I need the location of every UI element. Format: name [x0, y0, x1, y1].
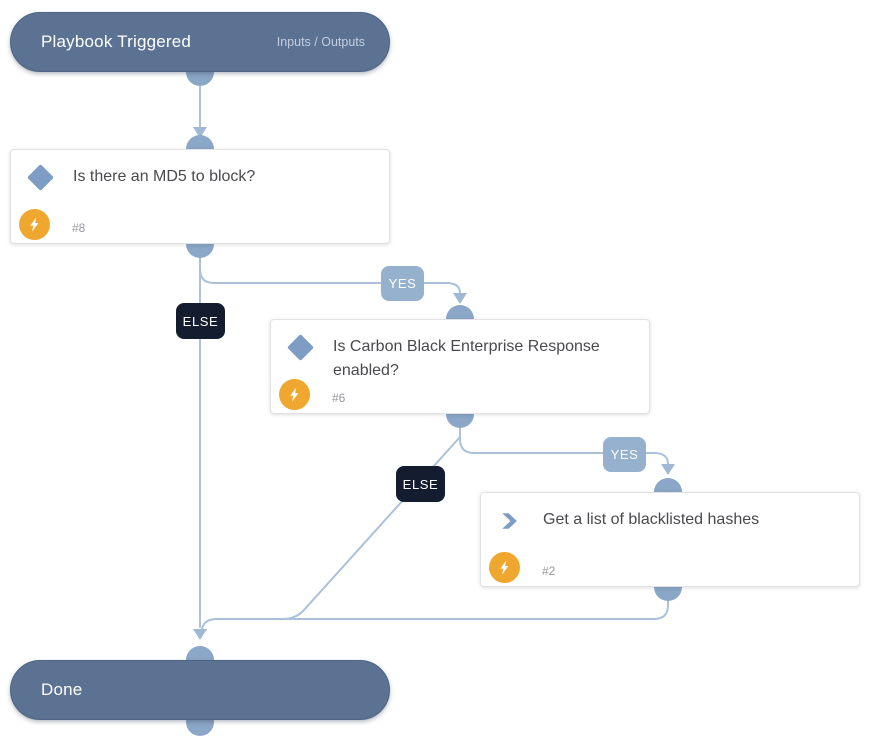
action-node-blacklist-hashes[interactable]: Get a list of blacklisted hashes #2: [480, 492, 860, 587]
lightning-bolt-icon: [489, 552, 520, 583]
action-label: Get a list of blacklisted hashes: [543, 511, 760, 528]
branch-label-else-1[interactable]: ELSE: [176, 303, 225, 339]
decision-diamond-icon: [27, 164, 54, 191]
branch-label-yes-2[interactable]: YES: [603, 437, 646, 472]
decision-node-md5[interactable]: Is there an MD5 to block? #8: [10, 149, 390, 244]
block-ref: #8: [72, 221, 86, 235]
edge-action1-to-end: [201, 600, 669, 630]
block-ref: #2: [542, 564, 556, 578]
lightning-bolt-icon: [19, 209, 50, 240]
arrowhead-icon: [453, 293, 467, 304]
edge-decision2-yes: [459, 427, 669, 465]
action-chevron-icon: [499, 510, 521, 532]
arrowhead-icon: [193, 127, 207, 138]
arrowhead-icon: [193, 629, 207, 640]
decision-node-carbon-black[interactable]: Is Carbon Black Enterprise Response enab…: [270, 319, 650, 414]
branch-label-else-2[interactable]: ELSE: [396, 466, 445, 502]
decision-diamond-icon: [287, 334, 314, 361]
edge-decision2-else: [269, 427, 461, 620]
start-node-io-link[interactable]: Inputs / Outputs: [276, 35, 365, 49]
end-node-title: Done: [41, 680, 83, 699]
edge-decision1-yes: [199, 257, 461, 294]
end-node[interactable]: Done: [10, 660, 390, 720]
arrowhead-icon: [661, 464, 675, 475]
start-node-title: Playbook Triggered: [41, 32, 192, 51]
branch-label-yes-1[interactable]: YES: [381, 266, 424, 301]
decision-label: Is Carbon Black Enterprise Response enab…: [333, 338, 600, 379]
start-node[interactable]: Playbook Triggered Inputs / Outputs: [10, 12, 390, 72]
lightning-bolt-icon: [279, 379, 310, 410]
decision-label: Is there an MD5 to block?: [73, 168, 256, 185]
block-ref: #6: [332, 391, 346, 405]
